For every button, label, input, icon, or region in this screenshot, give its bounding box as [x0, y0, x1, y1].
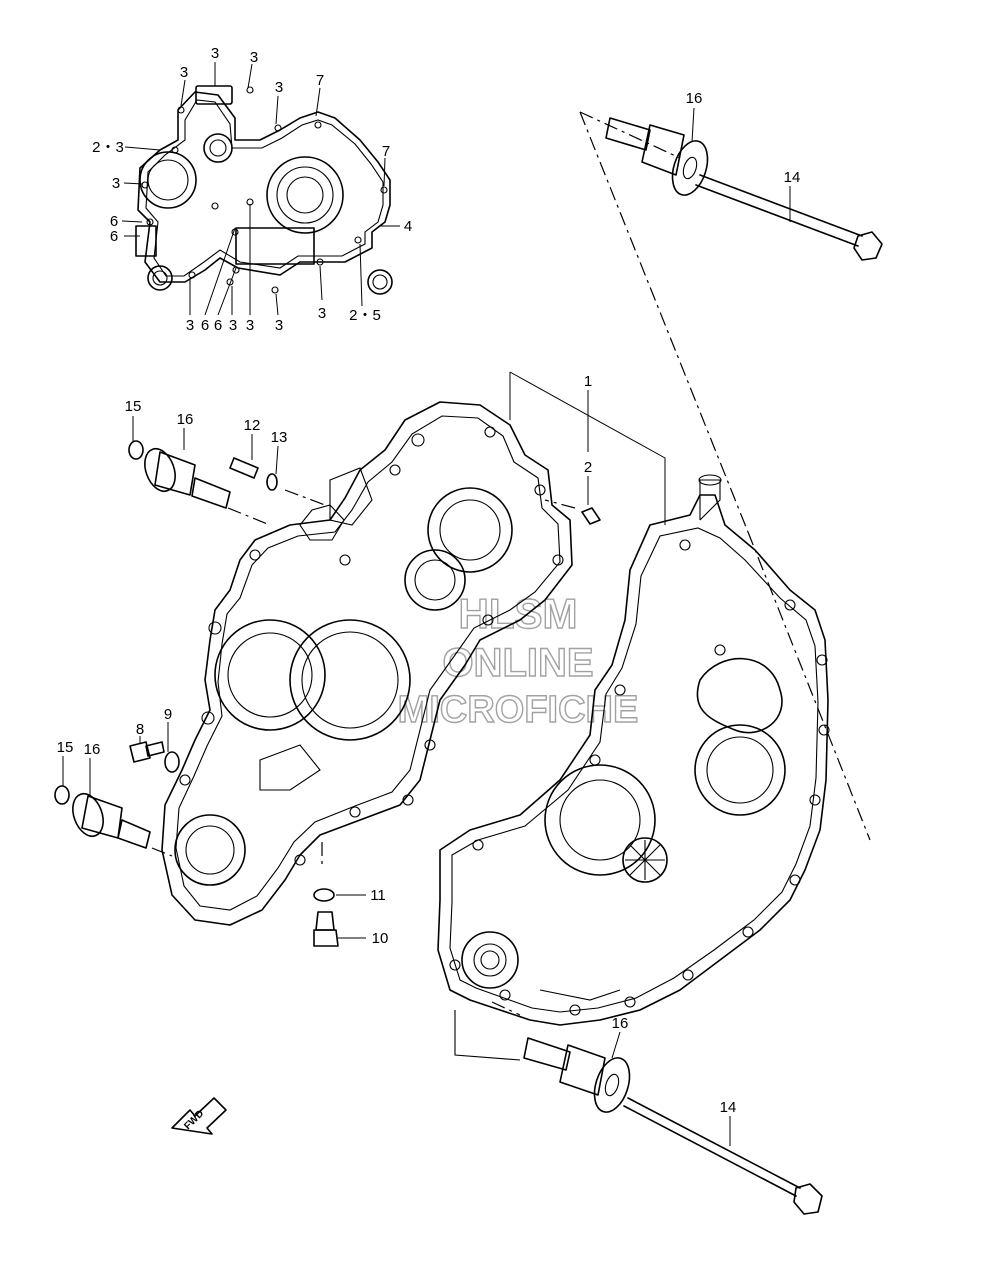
part-leader-lines: [62, 107, 791, 1146]
callout-g13: 6: [201, 317, 209, 334]
gasket-leader-lines: [121, 62, 400, 316]
callout-p4: 2: [584, 459, 592, 476]
callout-g8: 3: [112, 175, 120, 192]
callout-g18: 3: [318, 305, 326, 322]
callout-p10: 9: [164, 706, 172, 723]
forward-direction-arrow: FWD: [171, 1097, 227, 1135]
callout-p6: 16: [177, 411, 194, 428]
callout-g16: 3: [246, 317, 254, 334]
callout-p14: 10: [372, 930, 389, 947]
callout-p11: 15: [57, 739, 74, 756]
callout-g5: 7: [316, 72, 324, 89]
callout-g10: 4: [404, 218, 412, 235]
assembly-centerlines: [151, 111, 871, 1016]
callout-g9: 6: [110, 213, 118, 230]
fwd-label: FWD: [182, 1108, 206, 1132]
seal-15-upper: [128, 440, 144, 460]
callout-p8: 13: [271, 429, 288, 446]
watermark-line-2: ONLINE: [442, 641, 593, 685]
callout-p3: 1: [584, 373, 592, 390]
callout-g7: 7: [382, 143, 390, 160]
callout-p7: 12: [244, 417, 261, 434]
callout-p5: 15: [125, 398, 142, 415]
callout-p16: 14: [720, 1099, 737, 1116]
callout-g15: 3: [229, 317, 237, 334]
washer-11: [313, 888, 335, 902]
callout-g6: 2・3: [92, 139, 124, 156]
callout-p12: 16: [84, 741, 101, 758]
callout-g1: 3: [211, 45, 219, 62]
callout-g11: 6: [110, 228, 118, 245]
callout-g12: 3: [186, 317, 194, 334]
callout-p13: 11: [370, 887, 386, 904]
callout-g19: 2・5: [349, 307, 381, 324]
callout-p9: 8: [136, 721, 144, 738]
callout-g14: 6: [214, 317, 222, 334]
part-labels: 16 14 1 2 15 16 12 13 8 9 15 16 11 10 16…: [57, 90, 801, 1116]
seal-15-lower: [54, 785, 70, 805]
bearing-16-upper-left: [144, 447, 231, 509]
washer-13: [266, 473, 278, 491]
crankcase-gasket-inset: [135, 85, 393, 295]
callout-g2: 3: [250, 49, 258, 66]
bolt-8: [129, 741, 165, 763]
callout-g17: 3: [275, 317, 283, 334]
bearing-16-top: [605, 117, 709, 196]
callout-g3: 3: [180, 64, 188, 81]
callout-p1: 16: [686, 90, 703, 107]
stud-12: [229, 457, 259, 479]
bolt-14-bottom: [623, 1097, 823, 1215]
washer-9: [164, 751, 180, 773]
gasket-labels: 3 3 3 3 7 2・3 7 3 6 4 6 3 6 6 3 3 3 3 2・…: [92, 45, 412, 334]
right-crankcase-half: [437, 474, 830, 1061]
plug-10: [313, 911, 339, 947]
watermark: HLSM ONLINE MICROFICHE: [397, 589, 639, 731]
dowel-pin-2: [581, 507, 601, 525]
callout-p15: 16: [612, 1015, 629, 1032]
left-crankcase-half: [161, 401, 573, 926]
callout-g4: 3: [275, 79, 283, 96]
watermark-line-1: HLSM: [459, 590, 578, 637]
bearing-16-lower-left: [72, 792, 151, 849]
bolt-14-top: [695, 174, 883, 261]
bearing-16-bottom: [523, 1037, 631, 1113]
callout-p2: 14: [784, 169, 801, 186]
